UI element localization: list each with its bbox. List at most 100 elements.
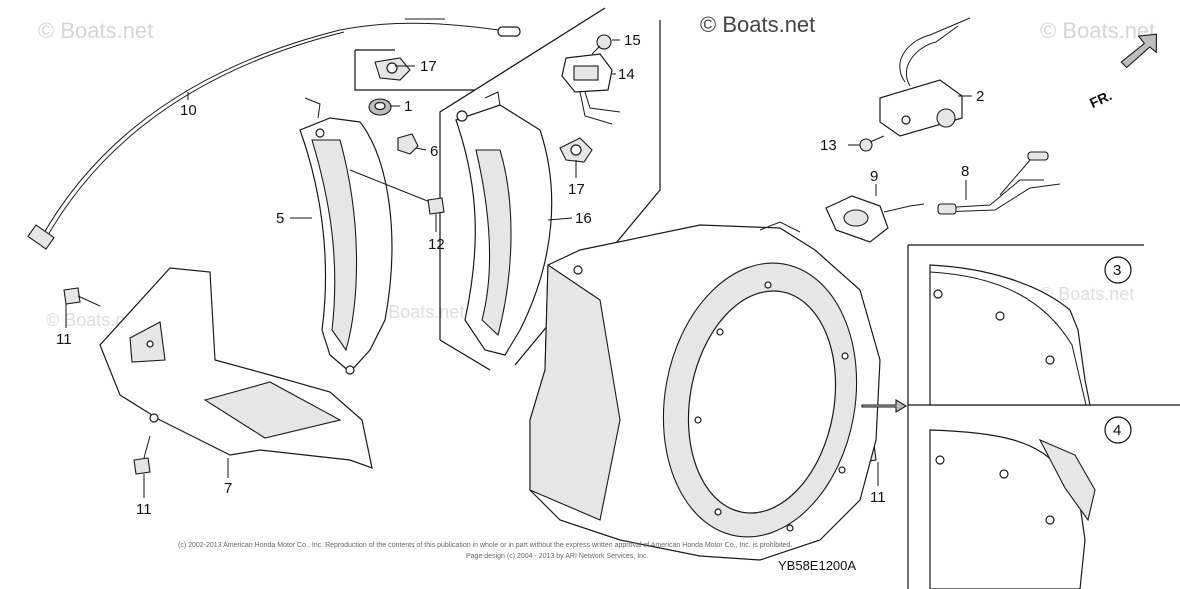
bolt-part-11-bottom[interactable] <box>133 435 151 475</box>
callout-12: 12 <box>428 236 445 253</box>
fan-cover-side <box>529 263 621 521</box>
harness8-connector-2 <box>937 203 957 215</box>
shroud5-hole-top <box>315 128 325 138</box>
callout-8: 8 <box>961 163 969 180</box>
detail-3-hole-1 <box>933 289 943 299</box>
bolt-part-12[interactable] <box>349 169 445 215</box>
screw13-shank <box>869 135 885 143</box>
switch-part-14[interactable] <box>561 53 621 125</box>
shroud16-tab <box>484 91 501 107</box>
screw-part-15[interactable] <box>591 34 612 55</box>
shroud-part-16[interactable] <box>455 91 553 356</box>
screw15-shank <box>591 45 601 55</box>
screw13-head <box>859 138 873 152</box>
callout-17-mid: 17 <box>568 181 585 198</box>
screw-part-13[interactable] <box>859 135 885 152</box>
detail-4-hole-3 <box>1045 515 1055 525</box>
shroud7-hole-2 <box>146 340 154 348</box>
bolt11a-shank <box>77 295 101 307</box>
bolt11b-head <box>133 457 151 475</box>
callout-leaders <box>65 39 972 498</box>
harness-part-8[interactable] <box>937 151 1061 215</box>
callout-14: 14 <box>618 66 635 83</box>
callout-1: 1 <box>404 98 412 115</box>
cable-wire-outer <box>43 31 345 243</box>
shroud5-tab <box>304 97 321 119</box>
unit2-hole <box>901 115 911 125</box>
oil-alert-part-2[interactable] <box>879 17 971 137</box>
grommet-hole <box>374 101 386 111</box>
bolt11a-head <box>63 287 81 305</box>
group-frame-16-left <box>439 7 606 340</box>
sensor9-face <box>843 209 869 227</box>
fan-cover-hole-8 <box>786 524 794 532</box>
detail-4-tab <box>1038 438 1096 522</box>
unit2-boss <box>936 108 956 128</box>
bolt11b-shank <box>143 435 151 459</box>
callout-17-top: 17 <box>420 58 437 75</box>
watermarks: © Boats.net © Boats.net © Boats.net © Bo… <box>38 12 1155 330</box>
detail-3-marker <box>1104 256 1132 284</box>
clip-part-17-mid[interactable] <box>559 137 593 163</box>
detail-4-marker <box>1104 416 1132 444</box>
unit2-wire-a <box>899 17 971 83</box>
bolt-part-11-left[interactable] <box>63 287 101 307</box>
fan-cover-hole-1 <box>573 265 583 275</box>
callout-11-left: 11 <box>56 331 72 348</box>
switch14-wire-b <box>579 91 613 125</box>
front-arrow-icon <box>1120 33 1157 69</box>
switch14-face <box>573 65 599 81</box>
watermark-top-right: © Boats.net <box>1040 18 1155 43</box>
callout-11-bottom: 11 <box>136 501 152 518</box>
diagram-code: YB58E1200A <box>778 558 856 573</box>
detail-pointer-arrow <box>861 399 908 413</box>
fan-cover-hole-4 <box>841 352 849 360</box>
clip-part-6[interactable] <box>397 133 419 155</box>
callout-16: 16 <box>575 210 592 227</box>
leader-6 <box>415 147 427 151</box>
unit2-body <box>879 79 963 137</box>
callout-7: 7 <box>224 480 232 497</box>
shroud5-hole-bottom <box>345 365 355 375</box>
fan-cover-tab <box>759 221 801 233</box>
cable-end-left <box>27 224 55 250</box>
shroud7-ramp <box>203 381 342 439</box>
fan-cover[interactable] <box>529 221 881 561</box>
clip6-body <box>397 133 419 155</box>
bolt12-leader-line <box>349 169 431 203</box>
grommet-part-1[interactable] <box>368 98 392 116</box>
callout-10: 10 <box>180 102 197 119</box>
callout-9: 9 <box>870 168 878 185</box>
detail-4-shroud <box>929 429 1086 589</box>
harness8-wire-a <box>939 179 1044 209</box>
leader-16 <box>547 217 573 221</box>
shroud5-inner <box>311 139 358 352</box>
sensor-part-9[interactable] <box>825 195 925 243</box>
clip-part-17-top[interactable] <box>374 57 411 81</box>
unit2-wire-b <box>905 25 959 87</box>
fan-cover-hole-6 <box>838 466 846 474</box>
harness8-wire-c <box>999 159 1031 196</box>
shroud-part-5[interactable] <box>299 97 393 375</box>
shroud-part-7[interactable] <box>99 267 373 469</box>
watermark-left-mid: © Boats.net <box>46 310 140 330</box>
callout-15: 15 <box>624 32 641 49</box>
switch14-wire-a <box>584 91 621 113</box>
harness8-wire-b <box>939 183 1061 213</box>
detail-panel: 3 4 <box>861 244 1180 589</box>
callout-6: 6 <box>430 143 438 160</box>
group-frame-16-bottom <box>439 339 491 371</box>
callout-2: 2 <box>976 88 984 105</box>
copyright-line-2: Page design (c) 2004 - 2013 by ARI Netwo… <box>466 553 649 560</box>
detail-3-shroud <box>929 264 1091 406</box>
callout-labels: 17 1 6 5 12 10 15 14 17 16 2 13 9 8 7 11… <box>56 32 984 518</box>
sensor9-wire <box>883 203 925 213</box>
detail-3-edge <box>929 271 1087 406</box>
watermark-top-center: © Boats.net <box>700 12 815 37</box>
cable-part-10[interactable] <box>27 18 521 250</box>
cable-end-right <box>497 26 521 37</box>
clip-hole <box>386 62 398 74</box>
fan-cover-hole-3 <box>716 328 724 336</box>
callout-11-right: 11 <box>870 489 886 506</box>
detail-4-hole-2 <box>999 469 1009 479</box>
